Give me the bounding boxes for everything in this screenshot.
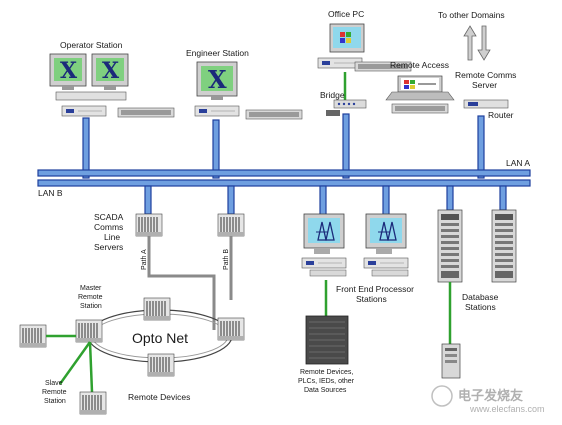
opto-ring[interactable]: Opto Net — [75, 297, 245, 377]
scada-label-1: SCADA — [94, 212, 124, 222]
master-label-3: Station — [80, 303, 102, 310]
tower-server-icon — [437, 209, 463, 283]
operator-station[interactable]: Operator Station X X — [49, 40, 175, 118]
router-label: Router — [488, 110, 514, 120]
slave-link — [58, 341, 92, 385]
watermark: 电子发烧友 www.elecfans.com — [431, 385, 545, 414]
router[interactable]: Router — [463, 99, 514, 120]
lan-b-label: LAN B — [38, 188, 63, 198]
master-label-1: Master — [80, 285, 102, 292]
path-a-label: Path A — [141, 249, 148, 270]
bridge[interactable]: Bridge — [320, 90, 367, 116]
scada-comms-servers[interactable]: SCADA Comms Line Servers Path A Path B — [94, 212, 245, 270]
scada-label-2: Comms — [94, 222, 123, 232]
rd-label-2: PLCs, IEDs, other — [298, 378, 355, 385]
workstation-icon: X X — [49, 53, 175, 118]
lan-buses — [37, 169, 531, 187]
db-label-2: Stations — [465, 302, 496, 312]
workstation-icon: X — [194, 61, 303, 120]
bridge-label: Bridge — [320, 90, 345, 100]
server-rack-icon — [79, 391, 107, 415]
to-other-domains-label: To other Domains — [438, 10, 505, 20]
office-pc[interactable]: Office PC — [317, 9, 412, 100]
router-device — [463, 99, 509, 109]
slave-label-2: Remote — [42, 389, 67, 396]
operator-station-label: Operator Station — [60, 40, 123, 50]
scada-label-3: Line — [104, 232, 120, 242]
opto-net-label: Opto Net — [132, 330, 188, 346]
remote-devices-label: Remote Devices — [128, 392, 190, 402]
remote-access-label: Remote Access — [390, 60, 449, 70]
server-rack-icon — [217, 213, 245, 237]
remote-comms-label-2: Server — [472, 80, 497, 90]
master-remote-station[interactable]: Master Remote Station — [19, 285, 103, 393]
fep-label-1: Front End Processor — [336, 284, 414, 294]
server-rack-icon — [135, 213, 163, 237]
svg-text:www.elecfans.com: www.elecfans.com — [469, 404, 545, 414]
workstation-icon — [301, 213, 347, 277]
double-arrow-icon — [463, 25, 491, 61]
tower-server-icon — [491, 209, 517, 283]
path-b-label: Path B — [223, 249, 230, 270]
rd-label-1: Remote Devices, — [300, 369, 353, 376]
server-rack-icon — [217, 317, 245, 341]
laptop-icon — [385, 75, 455, 114]
x-mark: X — [60, 58, 78, 84]
db-label-1: Database — [462, 292, 499, 302]
remote-devices-plcs[interactable]: Remote Devices, PLCs, IEDs, other Data S… — [298, 315, 355, 394]
x-mark: X — [102, 58, 120, 84]
workstation-icon — [363, 213, 409, 277]
scada-label-4: Servers — [94, 242, 123, 252]
server-rack-icon — [75, 319, 103, 343]
server-rack-icon — [147, 353, 175, 377]
path-links — [147, 236, 233, 330]
engineer-station[interactable]: Engineer Station X — [186, 48, 303, 120]
rd-label-3: Data Sources — [304, 387, 347, 394]
remote-comms-label-1: Remote Comms — [455, 70, 516, 80]
svg-text:电子发烧友: 电子发烧友 — [458, 388, 523, 403]
slave-remote-station[interactable]: Slave Remote Station — [42, 380, 107, 415]
lower-links — [144, 185, 507, 217]
lan-a-label: LAN A — [506, 158, 530, 168]
upper-links — [82, 113, 485, 179]
server-rack-icon — [143, 297, 171, 321]
workstation-icon — [317, 23, 412, 72]
engineer-station-label: Engineer Station — [186, 48, 249, 58]
lan-a-bus — [37, 169, 531, 177]
slave-label-3: Station — [44, 398, 66, 405]
office-pc-label: Office PC — [328, 9, 364, 19]
slave-link — [88, 341, 94, 393]
lan-b-bus — [37, 179, 531, 187]
x-mark: X — [208, 65, 227, 94]
front-end-processor-stations[interactable]: Front End Processor Stations — [301, 213, 414, 316]
server-rack-icon — [19, 324, 47, 348]
remote-comms-server[interactable]: To other Domains Remote Comms Server — [438, 10, 516, 90]
master-label-2: Remote — [78, 294, 103, 301]
slave-label-1: Slave — [45, 380, 63, 387]
database-stations[interactable]: Database Stations — [437, 209, 517, 379]
remote-access[interactable]: Remote Access — [385, 60, 455, 114]
fep-label-2: Stations — [356, 294, 387, 304]
